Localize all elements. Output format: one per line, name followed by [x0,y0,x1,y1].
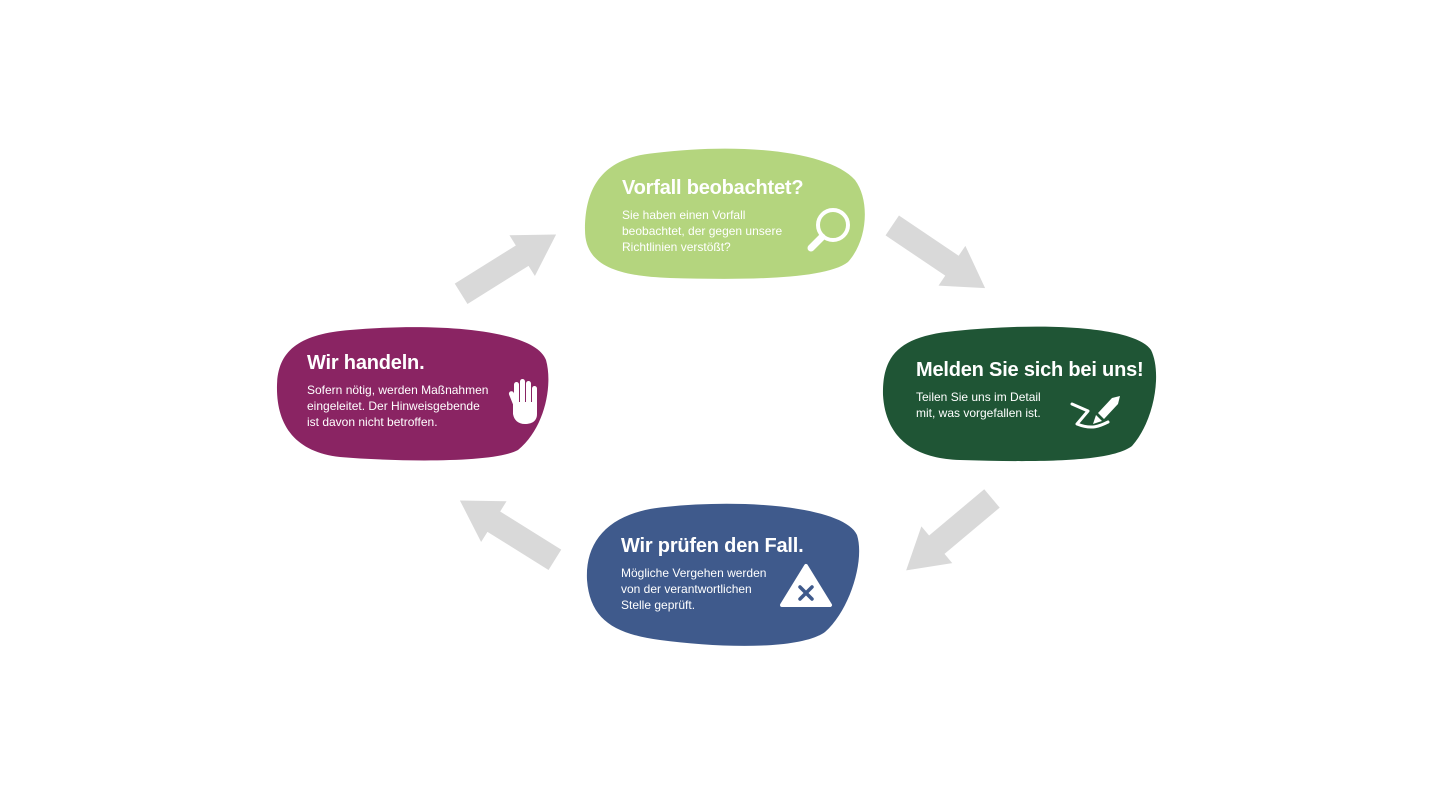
magnifier-icon [807,208,850,252]
hand-icon [508,379,537,424]
arrow-step4-to-step1 [454,234,557,304]
arrow-step2-to-step3 [906,489,1000,571]
pen-signature-icon [1070,396,1120,429]
step-4-title: Wir handeln. [307,352,425,374]
arrow-step3-to-step4 [459,500,562,570]
step-3-blob [586,503,860,646]
step-1-text: Sie haben einen Vorfall beobachtet, der … [622,208,783,254]
arrow-step1-to-step2 [885,215,986,289]
step-1-title: Vorfall beobachtet? [622,177,804,199]
step-1-card: Vorfall beobachtet? Sie haben einen Vorf… [622,176,804,255]
step-4-text: Sofern nötig, werden Maßnahmen eingeleit… [307,383,489,429]
step-4-card: Wir handeln. Sofern nötig, werden Maßnah… [307,351,488,430]
step-3-card: Wir prüfen den Fall. Mögliche Vergehen w… [621,534,804,613]
step-3-title: Wir prüfen den Fall. [621,535,804,557]
step-3-text: Mögliche Vergehen werden von der verantw… [621,566,767,612]
step-1-blob [585,148,865,279]
step-2-title: Melden Sie sich bei uns! [916,359,1144,381]
step-4-blob [276,327,549,461]
warning-x-icon [780,564,832,607]
step-2-card: Melden Sie sich bei uns! Teilen Sie uns … [916,358,1144,421]
step-2-text: Teilen Sie uns im Detail mit, was vorgef… [916,390,1041,420]
